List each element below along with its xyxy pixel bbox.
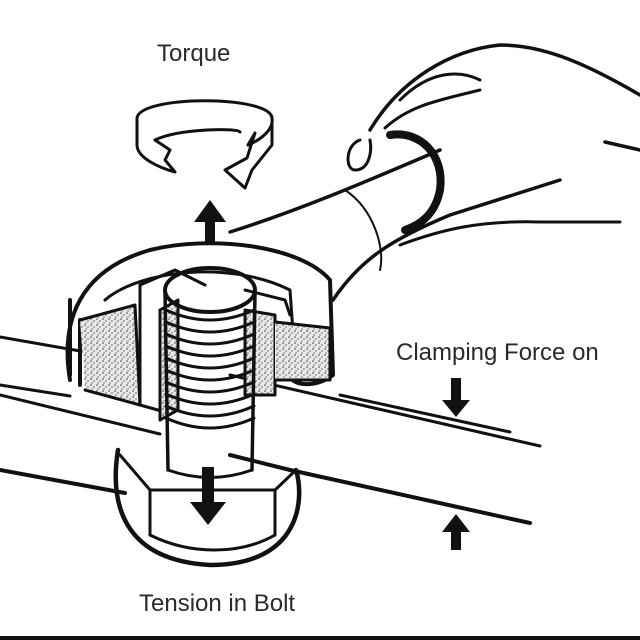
arrow-up-icon xyxy=(194,200,226,245)
arrow-down-icon xyxy=(190,467,226,525)
bottom-border xyxy=(0,636,640,640)
wrench-handle xyxy=(228,148,562,302)
clamp-down-arrow-icon xyxy=(442,378,470,417)
bolt-threads xyxy=(164,308,256,430)
clamp-up-arrow-icon xyxy=(442,514,470,550)
bolt-head xyxy=(113,447,302,568)
rotation-arrow-icon xyxy=(135,99,274,190)
lower-plate xyxy=(0,393,532,525)
clamping-force-label: Clamping Force on xyxy=(396,339,599,366)
tension-label: Tension in Bolt xyxy=(139,590,296,617)
hand xyxy=(346,43,640,247)
bolt xyxy=(163,266,257,479)
torque-label: Torque xyxy=(157,40,231,67)
